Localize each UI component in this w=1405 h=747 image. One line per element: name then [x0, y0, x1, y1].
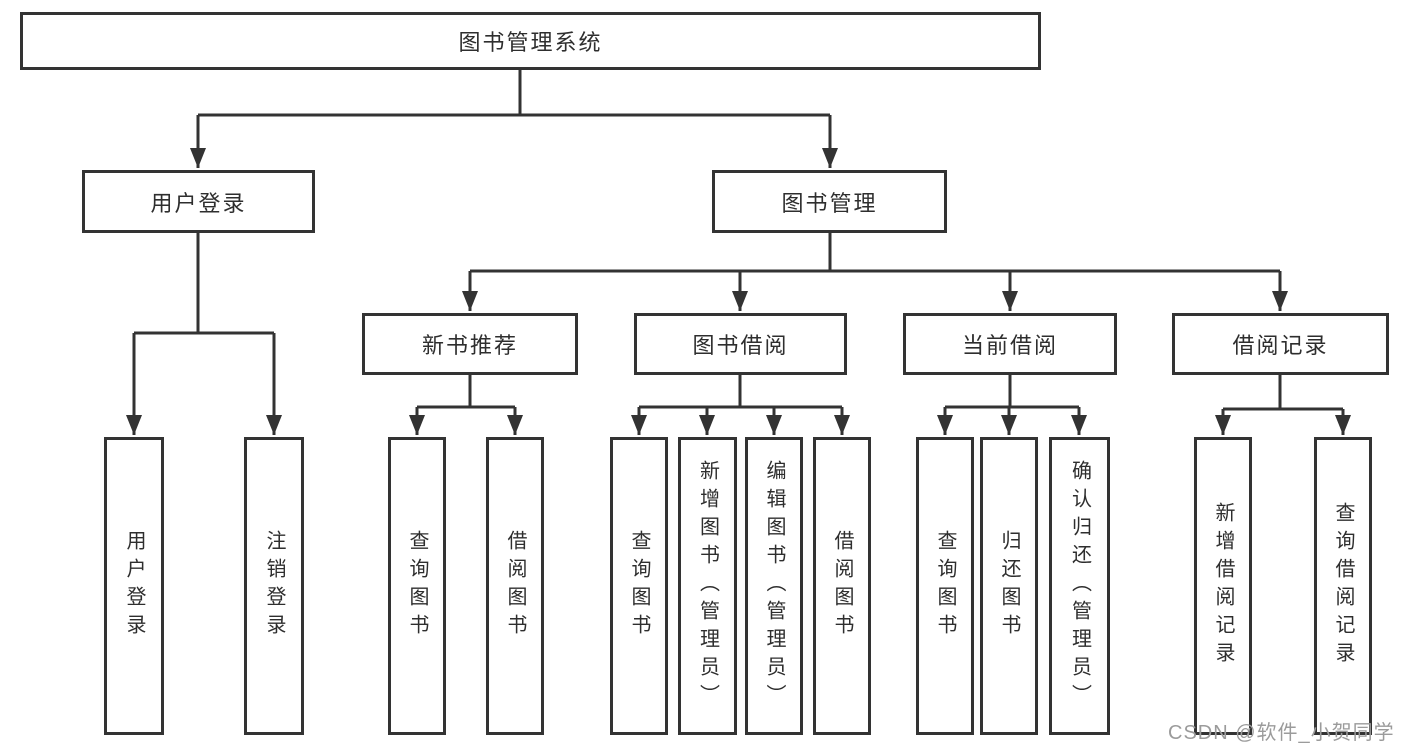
leaf-nbr-borrow-book-label: 借阅图书 [504, 530, 526, 642]
node-root-label: 图书管理系统 [458, 30, 603, 55]
leaf-nbr-borrow-book: 借阅图书 [486, 437, 544, 735]
leaf-nbr-query-book: 查询图书 [388, 437, 446, 735]
leaf-logout-label: 注销登录 [263, 530, 285, 642]
node-borrow-record-label: 借阅记录 [1232, 333, 1329, 358]
leaf-br-query-record-label: 查询借阅记录 [1332, 502, 1354, 670]
node-current-borrow: 当前借阅 [903, 313, 1117, 375]
node-book-borrow-label: 图书借阅 [692, 333, 789, 358]
leaf-bb-query-book-label: 查询图书 [628, 530, 650, 642]
leaf-bb-query-book: 查询图书 [610, 437, 668, 735]
node-new-book-rec-label: 新书推荐 [421, 333, 518, 358]
node-current-borrow-label: 当前借阅 [961, 333, 1058, 358]
node-book-mgmt: 图书管理 [712, 170, 947, 233]
leaf-br-add-record-label: 新增借阅记录 [1212, 502, 1234, 670]
leaf-cb-return-book: 归还图书 [980, 437, 1038, 735]
leaf-nbr-query-book-label: 查询图书 [406, 530, 428, 642]
leaf-user-login-label: 用户登录 [123, 530, 145, 642]
node-user-login: 用户登录 [82, 170, 315, 233]
node-borrow-record: 借阅记录 [1172, 313, 1389, 375]
node-user-login-label: 用户登录 [150, 190, 247, 216]
leaf-cb-query-book: 查询图书 [916, 437, 974, 735]
node-book-mgmt-label: 图书管理 [781, 190, 878, 216]
leaf-user-login: 用户登录 [104, 437, 164, 735]
leaf-bb-borrow-book-label: 借阅图书 [831, 530, 853, 642]
leaf-cb-return-book-label: 归还图书 [998, 530, 1020, 642]
node-root: 图书管理系统 [20, 12, 1041, 70]
leaf-bb-edit-book-label: 编辑图书（管理员） [763, 460, 785, 712]
leaf-cb-query-book-label: 查询图书 [934, 530, 956, 642]
leaf-logout: 注销登录 [244, 437, 304, 735]
leaf-bb-add-book-label: 新增图书（管理员） [696, 460, 719, 712]
csdn-watermark: CSDN @软件_小贺同学 [1168, 722, 1395, 744]
node-book-borrow: 图书借阅 [634, 313, 847, 375]
leaf-bb-add-book: 新增图书（管理员） [678, 437, 737, 735]
leaf-br-add-record: 新增借阅记录 [1194, 437, 1252, 735]
leaf-bb-borrow-book: 借阅图书 [813, 437, 871, 735]
leaf-br-query-record: 查询借阅记录 [1314, 437, 1372, 735]
leaf-cb-confirm-return: 确认归还（管理员） [1049, 437, 1110, 735]
leaf-bb-edit-book: 编辑图书（管理员） [745, 437, 803, 735]
leaf-cb-confirm-return-label: 确认归还（管理员） [1068, 460, 1091, 712]
node-new-book-rec: 新书推荐 [362, 313, 578, 375]
